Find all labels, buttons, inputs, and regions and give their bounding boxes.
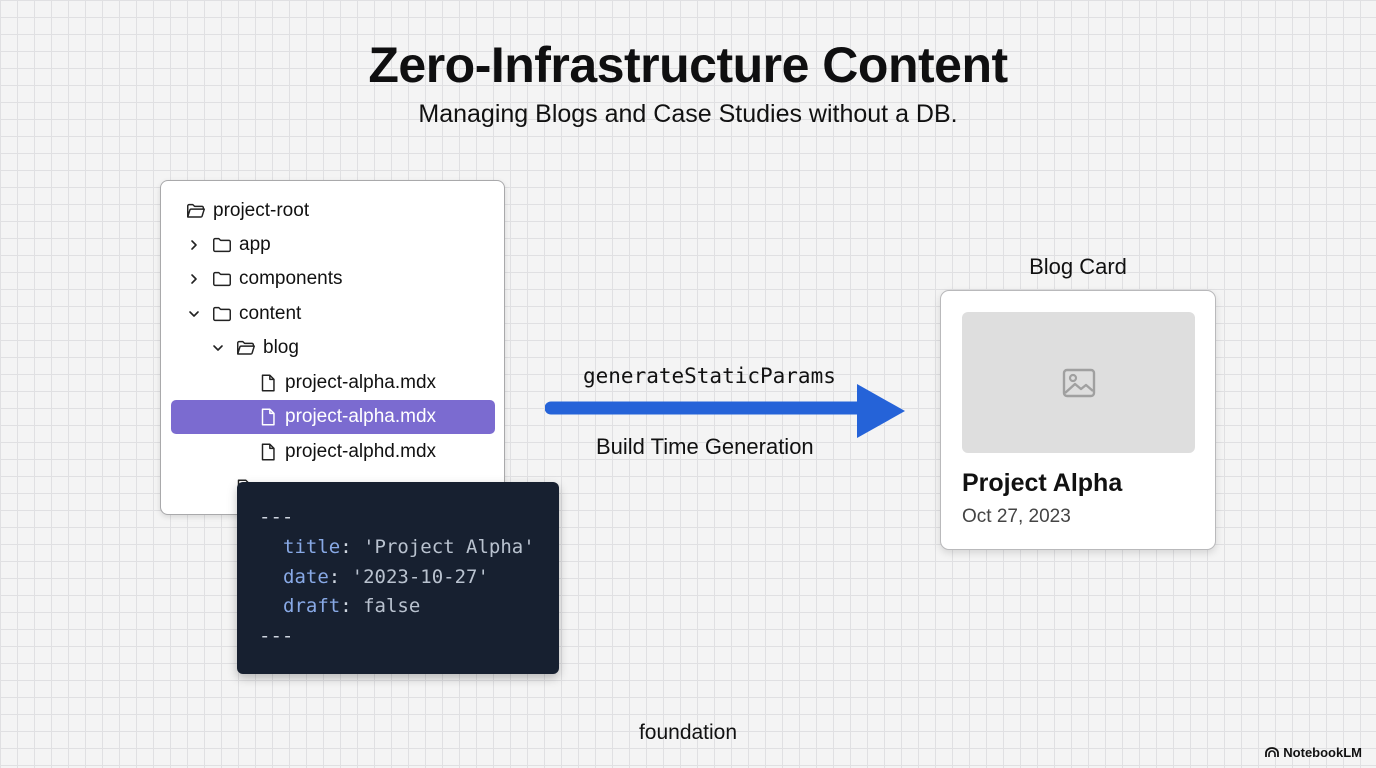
frontmatter-colon: :: [328, 566, 352, 588]
frontmatter-key: title: [283, 536, 341, 558]
frontmatter-value: 'Project Alpha': [363, 536, 535, 558]
chevron-right-icon[interactable]: [187, 238, 201, 252]
frontmatter-line-date: date: '2023-10-27': [283, 566, 489, 588]
frontmatter-colon: :: [340, 595, 364, 617]
tree-item-label: project-alpha.mdx: [285, 406, 437, 427]
tree-item-content[interactable]: content: [161, 297, 504, 331]
frontmatter-value: false: [363, 595, 421, 617]
brand-logo: NotebookLM: [1265, 745, 1362, 760]
chevron-down-icon[interactable]: [187, 307, 201, 321]
brand-name: NotebookLM: [1283, 745, 1362, 760]
tree-item-file-selected[interactable]: project-alpha.mdx: [171, 400, 495, 434]
card-title: Project Alpha: [962, 469, 1123, 497]
tree-item-blog[interactable]: blog: [161, 331, 504, 365]
tree-item-label: project-alphd.mdx: [285, 441, 437, 462]
tree-item-label: app: [239, 234, 271, 255]
function-label: generateStaticParams: [583, 364, 836, 388]
tree-item-components[interactable]: components: [161, 262, 504, 296]
frontmatter-key: draft: [283, 595, 341, 617]
page-subtitle: Managing Blogs and Case Studies without …: [418, 100, 958, 128]
tree-item-label: project-alpha.mdx: [285, 372, 437, 393]
tree-item-label: components: [239, 268, 343, 289]
card-date: Oct 27, 2023: [962, 506, 1071, 527]
frontmatter-line-title: title: 'Project Alpha': [283, 536, 535, 558]
tree-item-label: blog: [263, 337, 299, 358]
image-icon: [1062, 368, 1095, 397]
folder-icon: [213, 306, 231, 322]
frontmatter-code-block: --- title: 'Project Alpha' date: '2023-1…: [237, 482, 559, 674]
frontmatter-value: '2023-10-27': [351, 566, 489, 588]
arrow-caption: Build Time Generation: [596, 434, 814, 459]
chevron-down-icon[interactable]: [211, 341, 225, 355]
tree-item-file[interactable]: project-alpha.mdx: [161, 366, 504, 400]
file-icon: [261, 374, 275, 392]
arrow-right-icon: [545, 384, 905, 438]
folder-icon: [213, 271, 231, 287]
tree-item-label: content: [239, 303, 302, 324]
tree-item-app[interactable]: app: [161, 228, 504, 262]
file-tree-panel: project-root app components content blog: [160, 180, 505, 515]
page-title: Zero-Infrastructure Content: [368, 37, 1008, 93]
frontmatter-delimiter: ---: [259, 625, 294, 647]
tree-item-project-root[interactable]: project-root: [161, 194, 504, 228]
tree-item-file[interactable]: project-alphd.mdx: [161, 435, 504, 469]
card-image-placeholder: [962, 312, 1195, 453]
tree-item-label: project-root: [213, 200, 310, 221]
frontmatter-line-draft: draft: false: [283, 595, 420, 617]
blog-card-caption: Blog Card: [1029, 254, 1127, 279]
frontmatter-key: date: [283, 566, 329, 588]
folder-open-icon: [187, 203, 205, 218]
footer-label: foundation: [638, 721, 738, 744]
frontmatter-colon: :: [340, 536, 364, 558]
file-icon: [261, 408, 275, 426]
frontmatter-delimiter: ---: [259, 506, 294, 528]
file-icon: [261, 443, 275, 461]
chevron-right-icon[interactable]: [187, 272, 201, 286]
folder-open-icon: [237, 340, 255, 355]
notebooklm-icon: [1265, 747, 1280, 757]
blog-card[interactable]: Project Alpha Oct 27, 2023: [940, 290, 1216, 550]
folder-icon: [213, 237, 231, 253]
